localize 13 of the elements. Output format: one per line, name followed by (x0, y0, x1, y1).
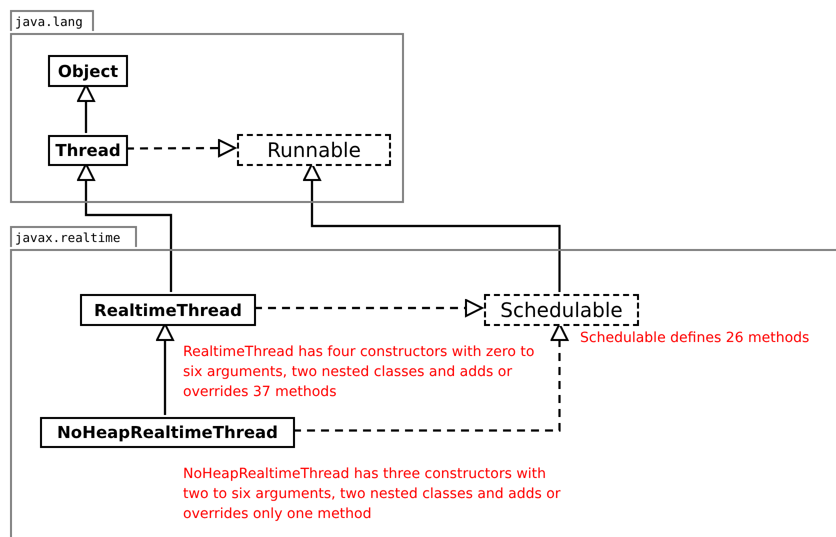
note-text: NoHeapRealtimeThread has three constructors with two to six arguments, two nested classes and adds or overrides only one method (183, 465, 562, 524)
interface-box: Schedulable (484, 294, 639, 326)
interface-box: Runnable (237, 134, 391, 166)
class-box: RealtimeThread (80, 294, 256, 326)
class-box: NoHeapRealtimeThread (40, 417, 295, 448)
note-text: Schedulable defines 26 methods (580, 329, 810, 348)
package-tab: java.lang (10, 10, 94, 31)
package-tab: javax.realtime (10, 226, 137, 247)
class-box: Object (48, 55, 128, 87)
realization-arrow (254, 299, 483, 317)
note-text: RealtimeThread has four constructors with zero to six arguments, two nested classes and adds or overrides 37 methods (183, 343, 536, 402)
realization-arrow (126, 139, 236, 158)
class-box: Thread (48, 135, 128, 166)
